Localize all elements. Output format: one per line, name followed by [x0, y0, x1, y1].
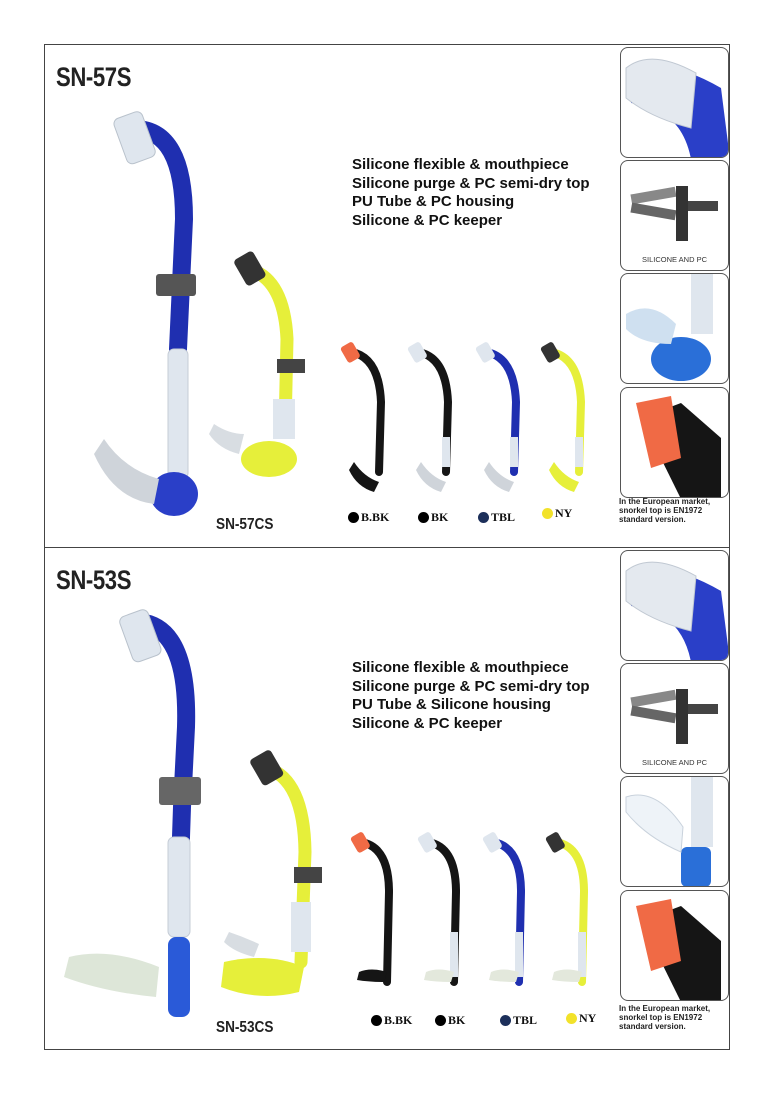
color-swatch	[348, 512, 359, 523]
sub-model-label: SN-53CS	[216, 1019, 274, 1036]
section-divider	[44, 547, 730, 548]
snorkel-large-blue-image	[94, 111, 198, 516]
model-title: SN-53S	[56, 565, 132, 595]
thumb-caption: SILICONE AND PC	[641, 758, 708, 767]
feature-list: Silicone flexible & mouthpiece Silicone …	[352, 659, 590, 733]
feature-item: Silicone flexible & mouthpiece	[352, 659, 569, 676]
snorkel-yellow-image	[209, 251, 305, 477]
color-option: NY	[566, 1011, 596, 1026]
snorkel-variant-bk-image	[407, 342, 453, 492]
snorkel-variant-bbk-image	[340, 342, 386, 492]
detail-thumb-keeper: SILICONE AND PC	[620, 160, 729, 271]
color-swatch	[542, 508, 553, 519]
color-option: B.BK	[371, 1013, 412, 1028]
product-section-sn57s: SN-57S SN-57CS Silicone flexible & mouth…	[44, 44, 730, 547]
detail-thumb-keeper: SILICONE AND PC	[620, 663, 729, 774]
feature-item: PU Tube & PC housing	[352, 193, 515, 210]
snorkel-variant-bk-image	[417, 832, 461, 986]
thumb-caption: SILICONE AND PC	[641, 255, 708, 264]
sub-model-label: SN-57CS	[216, 516, 274, 533]
model-title: SN-57S	[56, 62, 132, 92]
feature-item: Silicone & PC keeper	[352, 714, 503, 732]
feature-item: PU Tube & Silicone housing	[352, 696, 551, 713]
feature-item: Silicone & PC keeper	[352, 211, 503, 229]
feature-item: Silicone flexible & mouthpiece	[352, 156, 569, 173]
color-options: B.BK BK TBL NY	[344, 1011, 624, 1033]
color-option: BK	[435, 1013, 465, 1028]
color-option: B.BK	[348, 510, 389, 525]
snorkel-variant-tbl-image	[482, 832, 526, 986]
color-swatch	[566, 1013, 577, 1024]
detail-thumb-mouthpiece	[620, 776, 729, 887]
color-swatch	[478, 512, 489, 523]
snorkel-large-blue-image	[64, 609, 201, 1017]
color-swatch	[371, 1015, 382, 1026]
feature-list: Silicone flexible & mouthpiece Silicone …	[352, 156, 590, 230]
color-option: BK	[418, 510, 448, 525]
color-options: B.BK BK TBL NY	[344, 506, 624, 530]
color-option: NY	[542, 506, 572, 521]
snorkel-variant-bbk-image	[350, 832, 394, 986]
detail-thumb-top	[620, 550, 729, 661]
detail-thumb-purge	[620, 890, 729, 1001]
color-swatch	[418, 512, 429, 523]
color-swatch	[500, 1015, 511, 1026]
color-swatch	[435, 1015, 446, 1026]
detail-thumb-purge	[620, 387, 729, 498]
snorkel-yellow-image	[221, 750, 322, 996]
snorkel-variant-tbl-image	[475, 342, 521, 492]
eu-standard-note: In the European market, snorkel top is E…	[619, 1004, 711, 1031]
color-option: TBL	[500, 1013, 537, 1028]
feature-item: Silicone purge & PC semi-dry top	[352, 677, 590, 695]
feature-item: Silicone purge & PC semi-dry top	[352, 174, 590, 192]
detail-thumb-top	[620, 47, 729, 158]
snorkel-variant-ny-image	[540, 342, 586, 492]
product-section-sn53s: SN-53S SN-53CS Silicone flexible & mouth…	[44, 547, 730, 1050]
eu-standard-note: In the European market, snorkel top is E…	[619, 497, 711, 524]
color-option: TBL	[478, 510, 515, 525]
detail-thumb-mouthpiece	[620, 273, 729, 384]
snorkel-variant-ny-image	[545, 832, 589, 986]
